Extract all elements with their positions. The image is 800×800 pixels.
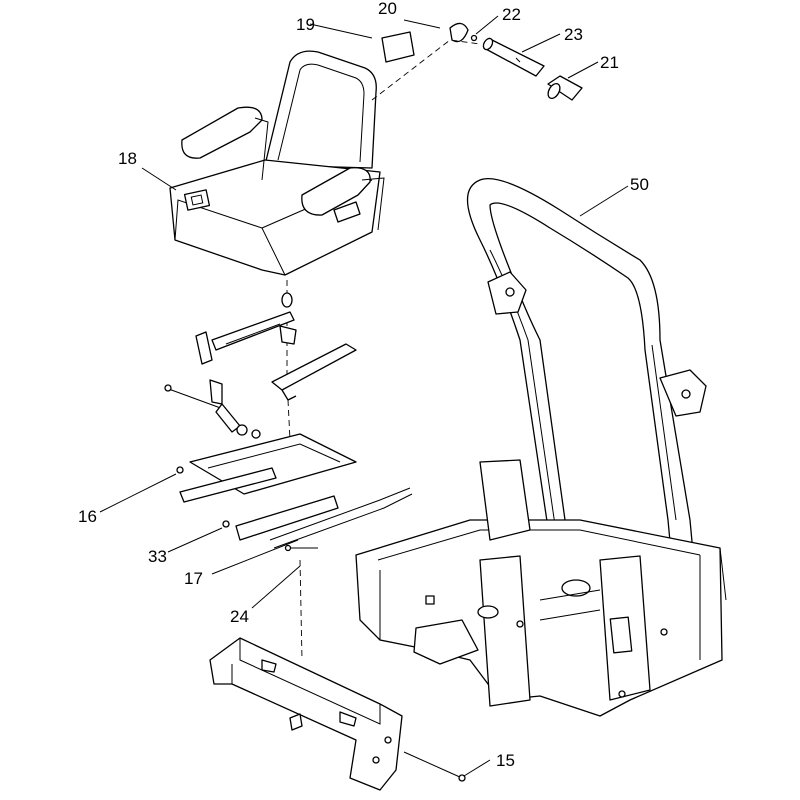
callout-33: 33 xyxy=(148,547,167,566)
callout-15: 15 xyxy=(496,751,515,770)
callout-19: 19 xyxy=(296,15,315,34)
leader-lines xyxy=(99,15,629,777)
callout-21: 21 xyxy=(600,53,619,72)
rops-bar xyxy=(467,177,707,661)
callout-16: 16 xyxy=(78,507,97,526)
callout-20: 20 xyxy=(378,0,397,18)
callout-23: 23 xyxy=(564,25,583,44)
part-21 xyxy=(547,75,583,101)
callout-50: 50 xyxy=(630,175,649,194)
part-22 xyxy=(470,34,478,42)
seat-mount-base xyxy=(209,637,466,791)
seat-assembly xyxy=(169,50,385,276)
callout-22: 22 xyxy=(502,5,521,24)
part-20 xyxy=(449,22,469,43)
part-19 xyxy=(381,31,415,63)
callout-labels: 15 16 17 18 19 20 21 22 23 24 33 50 xyxy=(78,0,649,770)
callout-18: 18 xyxy=(118,149,137,168)
seat-slide-assembly xyxy=(164,280,413,661)
seat-small-parts xyxy=(371,22,583,101)
main-frame xyxy=(355,459,727,717)
callout-24: 24 xyxy=(230,607,249,626)
callout-17: 17 xyxy=(184,569,203,588)
